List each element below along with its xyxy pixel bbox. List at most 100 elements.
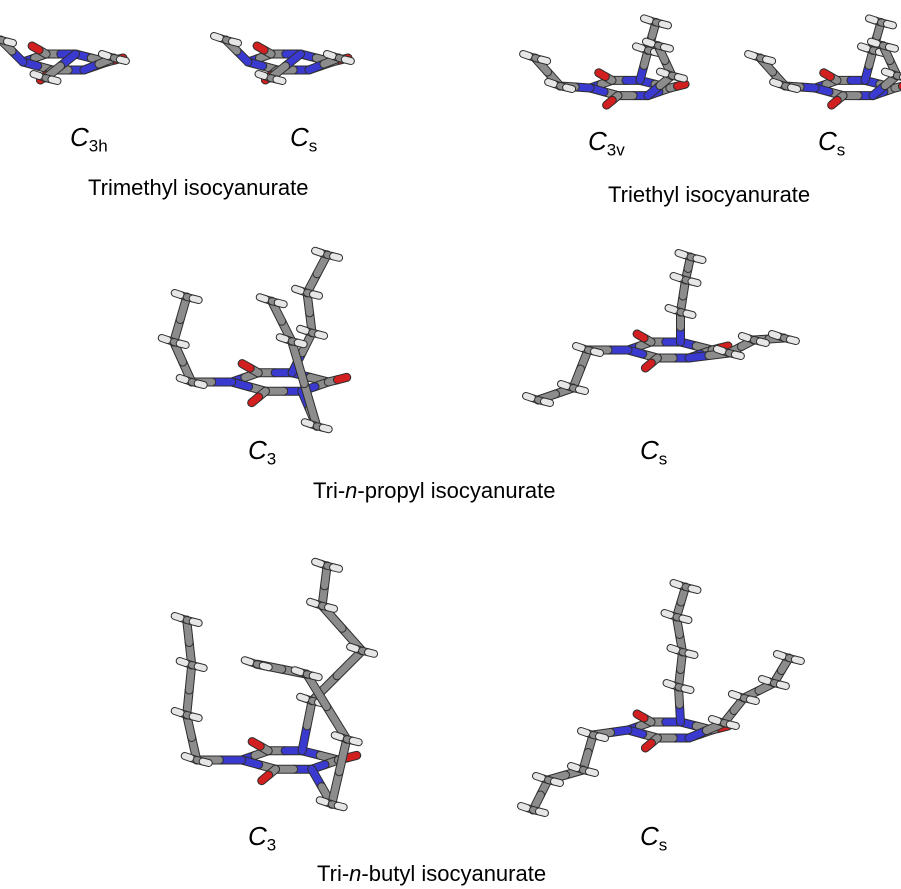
bond <box>171 708 184 716</box>
bond <box>248 393 263 407</box>
bond <box>885 44 898 52</box>
bond <box>312 558 325 567</box>
bond <box>335 735 351 776</box>
bond <box>726 721 739 729</box>
bond <box>255 71 268 79</box>
bond <box>708 716 721 724</box>
bond <box>365 649 378 657</box>
bond <box>591 348 603 356</box>
molecule-title: Tri-n-butyl isocyanurate <box>317 861 547 886</box>
bond <box>241 657 254 666</box>
bond <box>334 373 351 384</box>
bond <box>309 672 322 681</box>
point-group-label: Cs <box>818 126 846 160</box>
bond <box>211 33 223 41</box>
bond <box>640 15 653 24</box>
bond <box>176 375 189 383</box>
point-group-label: C3 <box>248 821 277 855</box>
bond <box>303 670 331 711</box>
bond <box>347 643 360 652</box>
bond <box>256 294 269 303</box>
bond <box>688 585 701 593</box>
bond <box>763 56 776 64</box>
bond <box>288 337 308 388</box>
bond <box>316 797 329 806</box>
bond <box>518 803 530 811</box>
bond <box>523 393 535 401</box>
bond <box>770 79 783 87</box>
bond <box>642 38 655 47</box>
bond <box>328 768 343 808</box>
bond <box>661 610 674 618</box>
bond <box>558 381 570 389</box>
bond <box>685 650 698 658</box>
point-group-label: C3v <box>588 126 625 160</box>
bond <box>746 696 759 704</box>
bond <box>334 802 347 811</box>
bond <box>333 647 366 680</box>
bond <box>867 38 880 47</box>
bond <box>595 69 609 81</box>
bond <box>667 645 680 653</box>
molecule-title: Triethyl isocyanurate <box>608 182 811 207</box>
bond <box>683 310 696 318</box>
bond <box>578 728 590 736</box>
bond <box>274 299 287 308</box>
bond <box>663 680 676 688</box>
bond <box>865 15 878 24</box>
bond <box>883 20 896 29</box>
bond <box>776 681 789 689</box>
bond <box>171 290 184 298</box>
bond <box>681 685 694 693</box>
bond <box>323 703 351 743</box>
bond <box>325 604 338 612</box>
point-group-label: Cs <box>640 821 668 855</box>
bond <box>48 76 61 84</box>
bond <box>194 380 207 388</box>
bond <box>679 615 692 623</box>
bond <box>728 691 741 699</box>
bond <box>675 250 688 258</box>
bond <box>641 739 655 752</box>
bond <box>301 419 314 428</box>
bond <box>300 380 321 430</box>
bond <box>568 763 580 771</box>
point-group-label: Cs <box>290 122 318 156</box>
bond <box>573 343 585 351</box>
bond <box>349 737 362 746</box>
bond <box>28 42 43 54</box>
bond <box>756 338 769 346</box>
bond <box>171 613 184 621</box>
bond <box>820 69 834 81</box>
bond <box>670 580 683 588</box>
bond <box>310 291 323 299</box>
bond <box>674 80 689 90</box>
bond <box>731 351 744 359</box>
bond <box>738 333 751 341</box>
bond <box>276 334 289 343</box>
bond <box>656 68 669 77</box>
bond <box>253 42 268 54</box>
bond <box>176 340 189 348</box>
bond <box>98 51 111 59</box>
bond <box>330 253 343 261</box>
bond <box>791 656 804 664</box>
bond <box>674 74 687 82</box>
bond <box>312 247 325 256</box>
bond <box>603 96 616 109</box>
bond <box>533 773 545 781</box>
bond <box>330 564 343 572</box>
bond <box>30 71 43 79</box>
bond <box>258 771 273 785</box>
bond <box>545 79 558 87</box>
bond <box>331 732 344 741</box>
bond <box>194 663 207 671</box>
bond <box>273 76 286 84</box>
molecule-title: Tri-n-propyl isocyanurate <box>313 478 556 503</box>
bond <box>786 336 799 344</box>
bond <box>238 360 254 372</box>
bond <box>665 305 678 313</box>
bond <box>323 51 336 59</box>
